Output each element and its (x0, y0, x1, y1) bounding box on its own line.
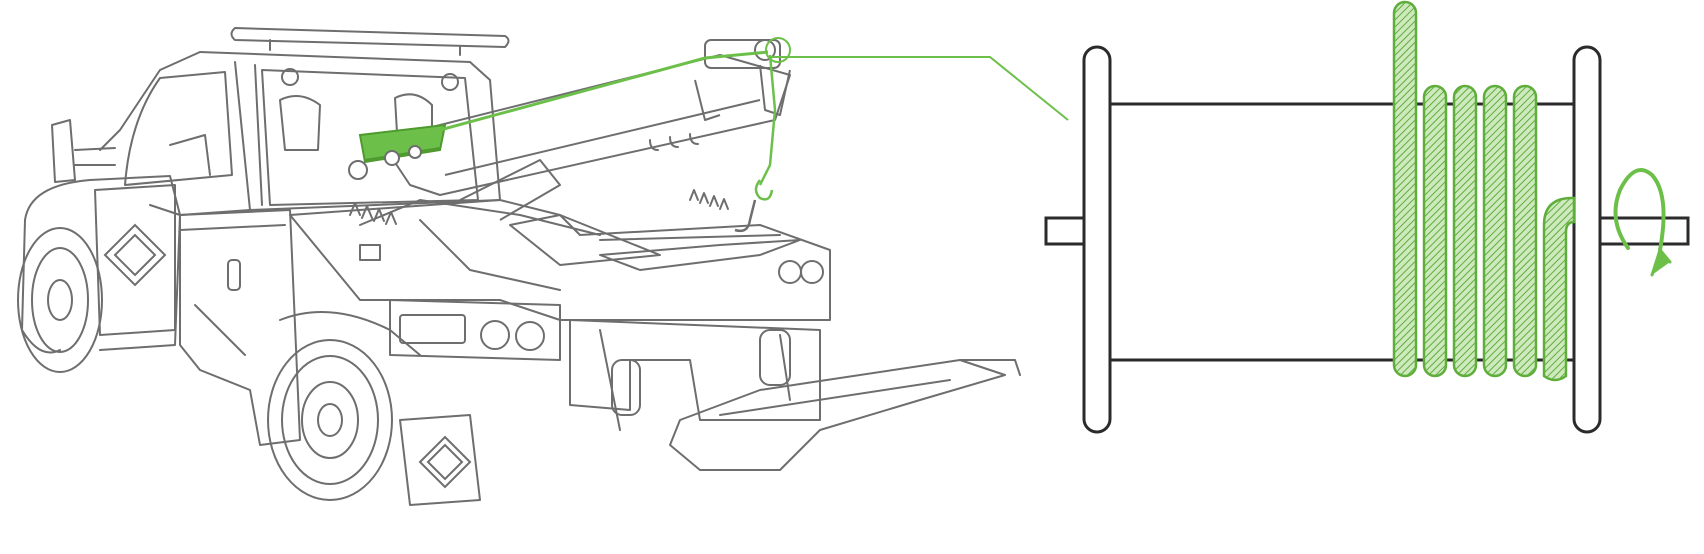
front-wheel (17, 227, 103, 373)
front-fender (24, 175, 181, 351)
cable-wrap-end (1542, 196, 1576, 382)
cable-wrap-1 (1422, 84, 1448, 378)
winch-drum-detail (1044, 0, 1690, 434)
tail-panel (389, 299, 561, 361)
truck-body (179, 209, 301, 446)
side-mirror (51, 119, 76, 183)
rotation-arrow-icon (1613, 168, 1672, 277)
drum-flange-left (1082, 45, 1112, 434)
wm-diamond-emblem (103, 223, 167, 287)
cable-wraps (1392, 0, 1576, 382)
cable-wrap-lead (1392, 0, 1418, 378)
rear-wheel (267, 339, 393, 501)
winch-highlight-on-truck (348, 37, 791, 233)
wm-diamond-emblem-mudflap (418, 435, 472, 489)
cable-wrap-2 (1452, 84, 1478, 378)
cable-wrap-3 (1482, 84, 1508, 378)
cable-wrap-4 (1512, 84, 1538, 378)
tow-hook (734, 199, 757, 233)
drum-axle-right (1596, 216, 1690, 246)
bed-deck (289, 199, 831, 321)
side-window (124, 71, 233, 186)
callout-leader-line (770, 56, 1069, 121)
wheel-lift (669, 359, 1006, 471)
drum-flange-right (1572, 45, 1602, 434)
winch-cable (439, 50, 769, 132)
boom-pulley-highlight (765, 37, 791, 63)
hitch-frame (569, 319, 821, 421)
light-bar (230, 27, 510, 48)
mud-flap (399, 414, 481, 506)
tow-boom (379, 39, 791, 221)
tow-truck-illustration (17, 27, 1021, 506)
rear-window (261, 69, 479, 206)
deck-studs (349, 189, 729, 261)
